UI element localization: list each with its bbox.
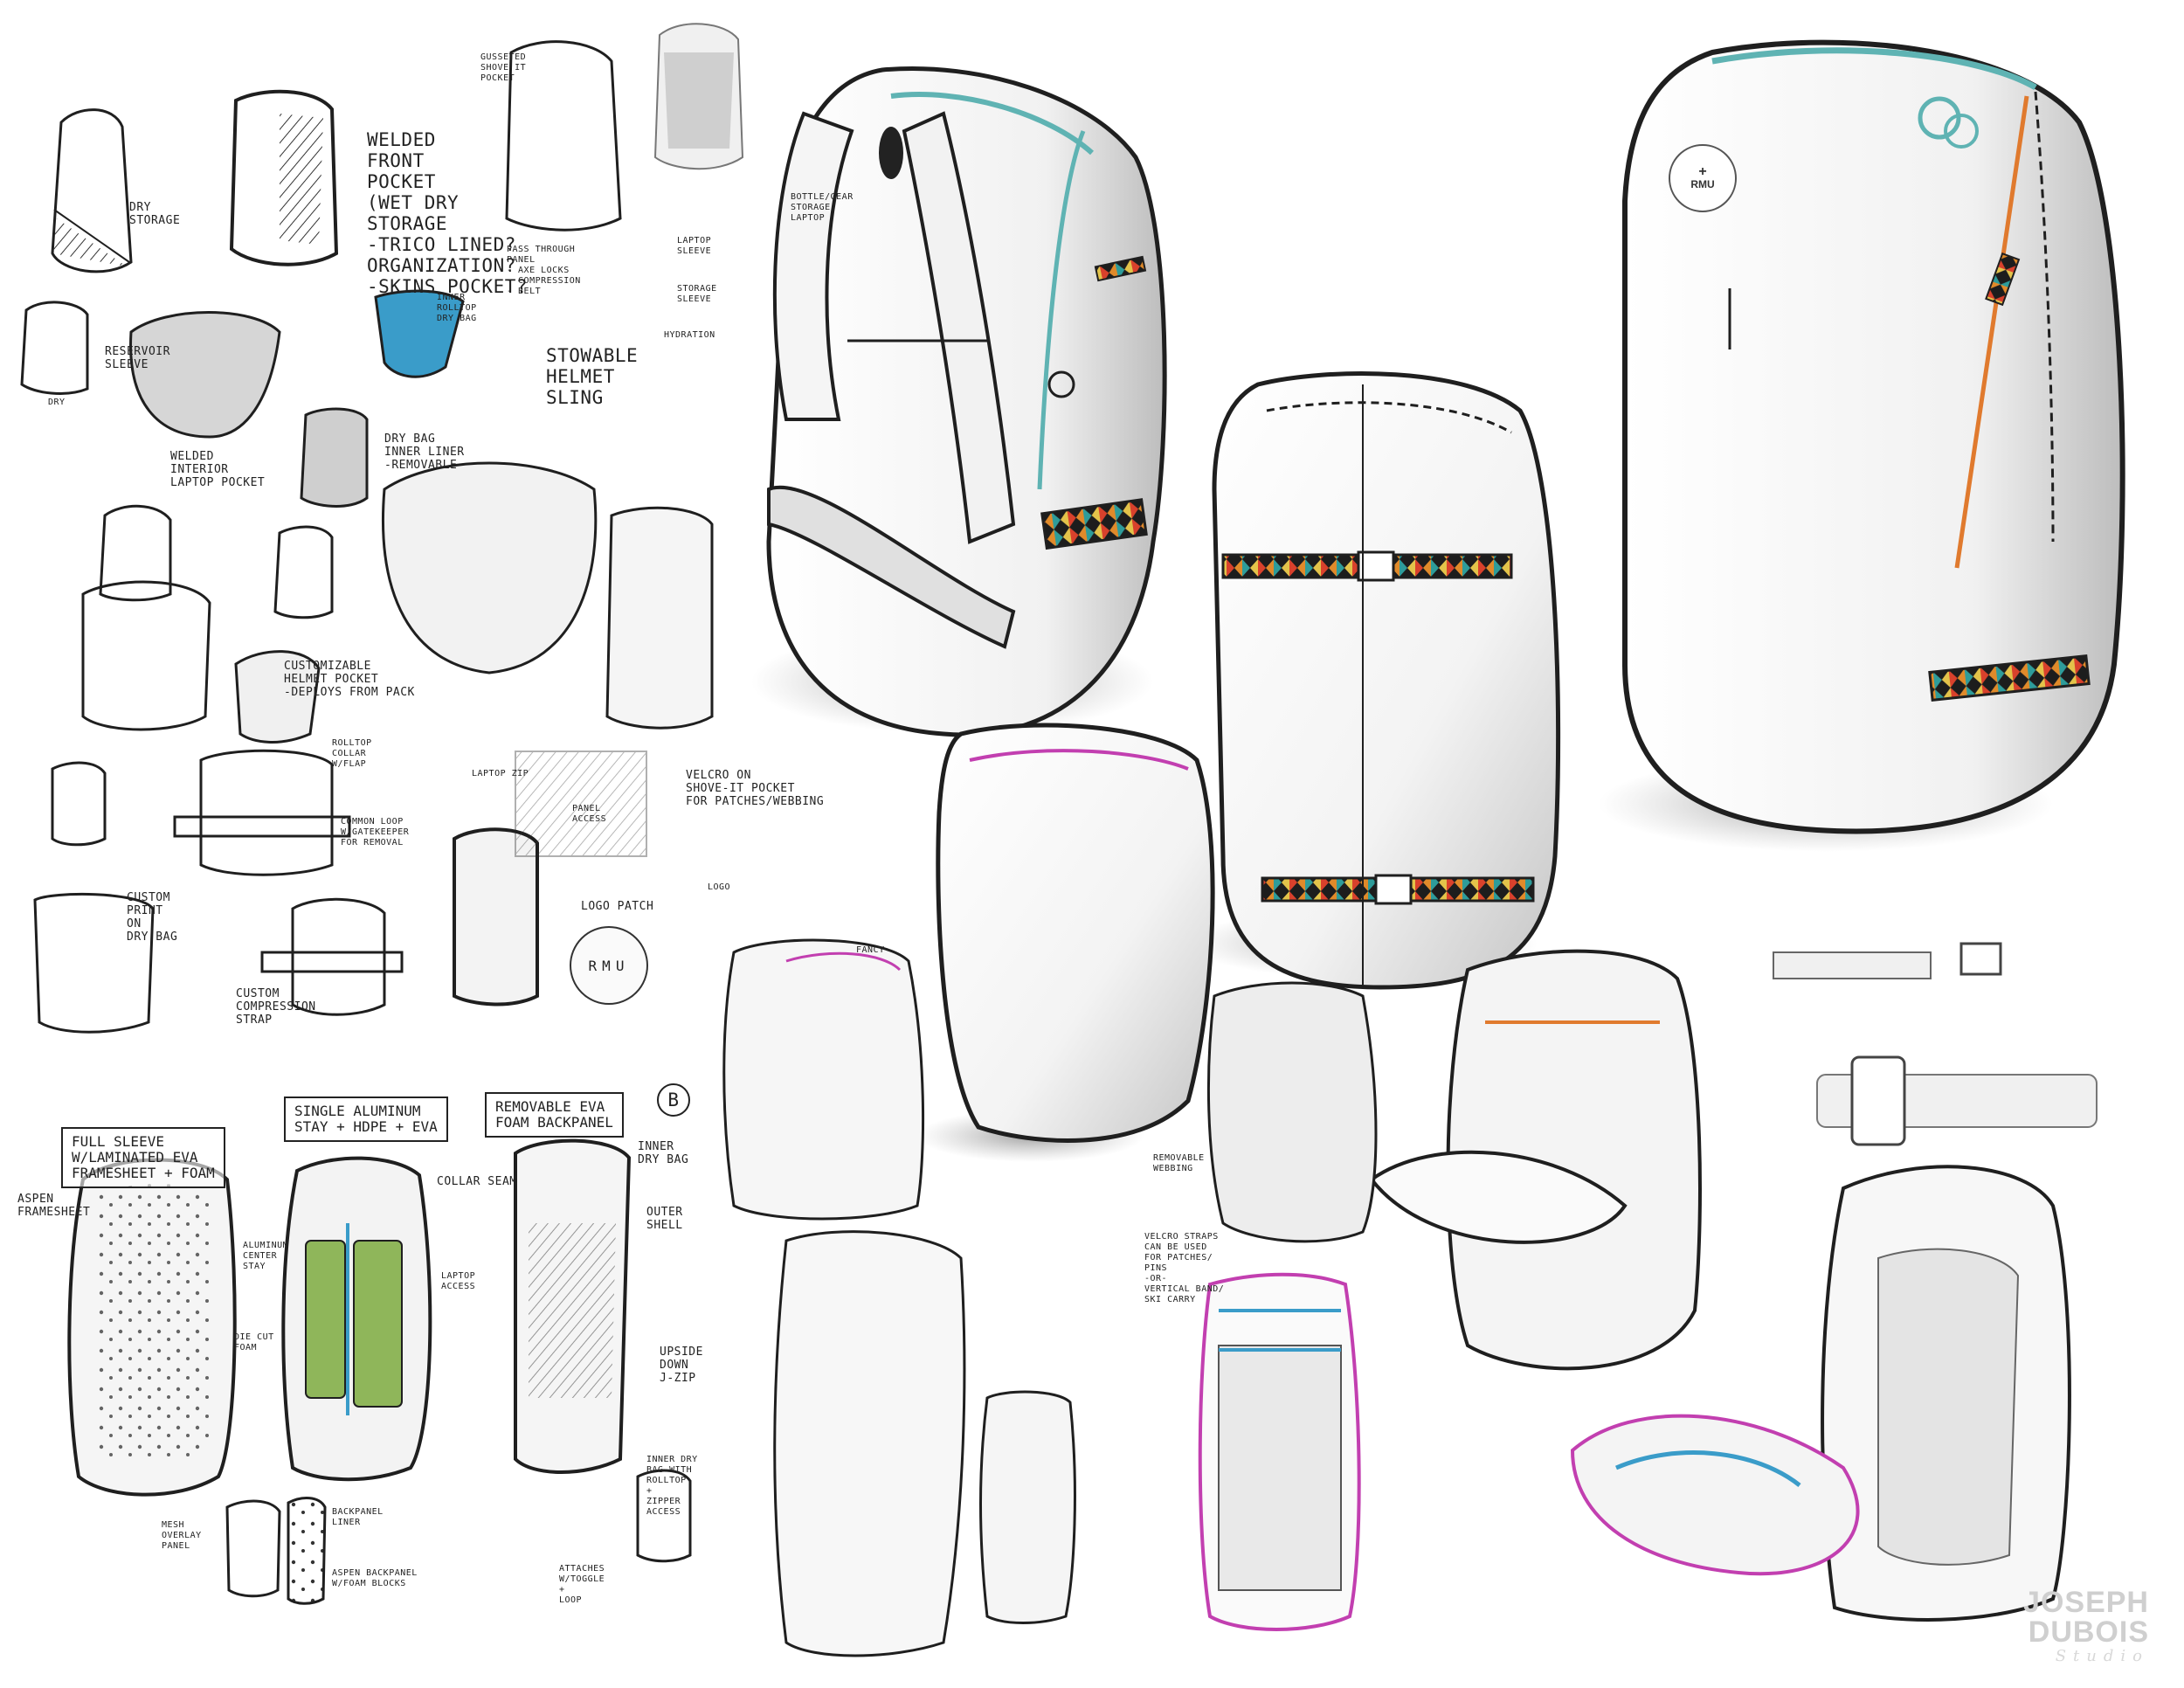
plus-icon: + bbox=[1698, 164, 1707, 179]
note-logo-patch: LOGO PATCH bbox=[581, 900, 654, 913]
sketch-inner-dry-bag bbox=[300, 289, 714, 730]
logo-patch: RMU bbox=[570, 926, 648, 1005]
note-die-cut: DIE CUT FOAM bbox=[234, 1332, 274, 1352]
note-custom-compression: CUSTOM COMPRESSION STRAP bbox=[236, 987, 316, 1027]
pack-render-front bbox=[1188, 371, 1561, 990]
sketch-reservoir-pack bbox=[20, 301, 281, 439]
note-gusseted: GUSSETED SHOVE IT POCKET bbox=[480, 52, 527, 83]
note-collar-seam: COLLAR SEAM bbox=[437, 1175, 517, 1188]
note-dry-storage: DRY STORAGE bbox=[129, 201, 181, 227]
note-removable-webbing: REMOVABLE WEBBING bbox=[1153, 1153, 1205, 1173]
pack-render-laptop-sleeve bbox=[1198, 1272, 1361, 1631]
note-laptop-sleeve: LAPTOP SLEEVE bbox=[677, 236, 712, 256]
sketch-rolltop-packs bbox=[33, 749, 404, 1034]
note-aspen-backpanel: ASPEN BACKPANEL W/FOAM BLOCKS bbox=[332, 1568, 418, 1588]
note-panel-access: PANEL ACCESS bbox=[572, 804, 607, 824]
sketch-aluminum-stay-panel bbox=[281, 1156, 432, 1482]
logo-patch-text: RMU bbox=[588, 957, 630, 974]
sketch-center-lower-packs bbox=[722, 938, 1076, 1657]
sketch-mesh-overlay bbox=[225, 1497, 327, 1605]
note-aspen-framesheet: ASPEN FRAMESHEET bbox=[17, 1193, 91, 1219]
note-customizable-helmet: CUSTOMIZABLE HELMET POCKET -DEPLOYS FROM… bbox=[284, 660, 415, 699]
note-inner-dry-rolltop: INNER DRY BAG WITH ROLLTOP + ZIPPER ACCE… bbox=[646, 1455, 698, 1517]
note-logo: LOGO bbox=[708, 882, 731, 892]
watermark-line-3: Studio bbox=[2055, 1647, 2149, 1665]
note-inner-dry-bag: INNER DRY BAG bbox=[638, 1140, 689, 1166]
note-common-loop: COMMON LOOP W/GATEKEEPER FOR REMOVAL bbox=[341, 817, 410, 847]
rmu-badge: + RMU bbox=[1669, 144, 1737, 212]
note-reservoir-sleeve: RESERVOIR SLEEVE bbox=[105, 345, 170, 371]
note-pass-through: PASS THROUGH PANEL - AXE LOCKS - COMPRES… bbox=[507, 245, 581, 296]
note-welded-front-pocket: WELDED FRONT POCKET (WET DRY STORAGE -TR… bbox=[367, 129, 529, 297]
note-velcro-shove: VELCRO ON SHOVE-IT POCKET FOR PATCHES/WE… bbox=[686, 769, 825, 808]
watermark-line-2: DUBOIS bbox=[2028, 1615, 2149, 1649]
note-custom-print: CUSTOM PRINT ON DRY BAG bbox=[127, 891, 178, 944]
note-storage-sleeve: STORAGE SLEEVE bbox=[677, 284, 717, 304]
watermark-line-1: JOSEPH bbox=[2023, 1586, 2149, 1619]
note-laptop-access: LAPTOP ACCESS bbox=[441, 1271, 476, 1291]
step-badge-b: B bbox=[657, 1083, 690, 1117]
note-laptop-zip: LAPTOP ZIP bbox=[472, 769, 529, 778]
hip-belt-render bbox=[1773, 942, 2098, 1146]
note-dry-bag-liner: DRY BAG INNER LINER -REMOVABLE bbox=[384, 432, 465, 472]
note-rolltop-collar: ROLLTOP COLLAR W/FLAP bbox=[332, 738, 372, 769]
pack-render-side bbox=[1599, 39, 2125, 852]
note-velcro-side: VELCRO STRAPS CAN BE USED FOR PATCHES/ P… bbox=[1144, 1232, 1225, 1304]
note-attaches-toggle: ATTACHES W/TOGGLE + LOOP bbox=[559, 1564, 605, 1605]
note-upside-down: UPSIDE DOWN J-ZIP bbox=[660, 1346, 703, 1385]
pack-render-three-quarter bbox=[751, 66, 1167, 737]
callout-single-aluminum: SINGLE ALUMINUM STAY + HDPE + EVA bbox=[284, 1097, 448, 1142]
pack-render-top-open bbox=[917, 723, 1215, 1162]
sketch-dry-storage bbox=[51, 108, 133, 273]
note-dry-small: DRY bbox=[48, 398, 66, 407]
note-mesh-overlay: MESH OVERLAY PANEL bbox=[162, 1520, 202, 1551]
callout-removable-eva: REMOVABLE EVA FOAM BACKPANEL bbox=[485, 1092, 624, 1138]
note-fancy: FANCY bbox=[856, 945, 885, 955]
pack-render-open-panel bbox=[1206, 949, 1702, 1371]
note-outer-shell: OUTER SHELL bbox=[646, 1206, 683, 1232]
note-inner-rolltop: INNER ROLLTOP DRY BAG bbox=[437, 293, 477, 323]
studio-watermark: JOSEPH DUBOIS Studio bbox=[2023, 1588, 2149, 1665]
note-backpanel-liner: BACKPANEL LINER bbox=[332, 1507, 384, 1527]
sketch-full-sleeve-panel bbox=[67, 1158, 237, 1497]
note-bottle-storage: BOTTLE/GEAR STORAGE LAPTOP bbox=[791, 192, 854, 223]
sketch-welded-pocket-pack bbox=[229, 89, 339, 266]
sketch-left-packs-mid bbox=[81, 504, 334, 744]
callout-full-sleeve: FULL SLEEVE W/LAMINATED EVA FRAMESHEET +… bbox=[61, 1127, 225, 1188]
note-welded-interior: WELDED INTERIOR LAPTOP POCKET bbox=[170, 450, 266, 489]
sketch-laptop-pack bbox=[453, 751, 647, 1007]
pack-render-back-panel bbox=[1570, 1165, 2071, 1622]
rmu-badge-text: RMU bbox=[1690, 178, 1715, 190]
note-aluminum-center: ALUMINUM CENTER STAY bbox=[243, 1241, 289, 1271]
sketch-removable-backpanel bbox=[514, 1138, 692, 1563]
note-hydration: HYDRATION bbox=[664, 330, 715, 340]
sketch-tall-packs bbox=[505, 23, 744, 232]
note-stowable-helmet: STOWABLE HELMET SLING bbox=[546, 345, 639, 408]
